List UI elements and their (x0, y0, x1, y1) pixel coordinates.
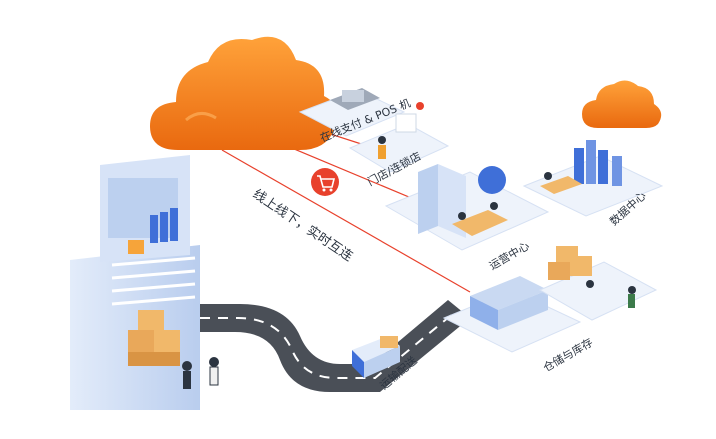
truck-icon (352, 336, 400, 378)
warehouse-building (70, 155, 219, 410)
operation-center-node (384, 164, 550, 251)
label-warehouse: 仓储与库存 (541, 335, 596, 375)
road (190, 300, 470, 392)
cloud-icon (150, 36, 338, 150)
data-center-node (522, 140, 664, 217)
data-cloud-icon (582, 80, 662, 128)
online-payment-node (298, 88, 406, 137)
box-stack-icon (128, 310, 180, 366)
shopping-cart-icon (311, 168, 339, 196)
label-operation-center: 运营中心 (487, 238, 532, 272)
store-node (348, 102, 450, 173)
label-online-offline: 线上线下，实时互连 (250, 186, 356, 265)
warehouse-node (442, 246, 658, 353)
worker-icon (182, 357, 219, 389)
